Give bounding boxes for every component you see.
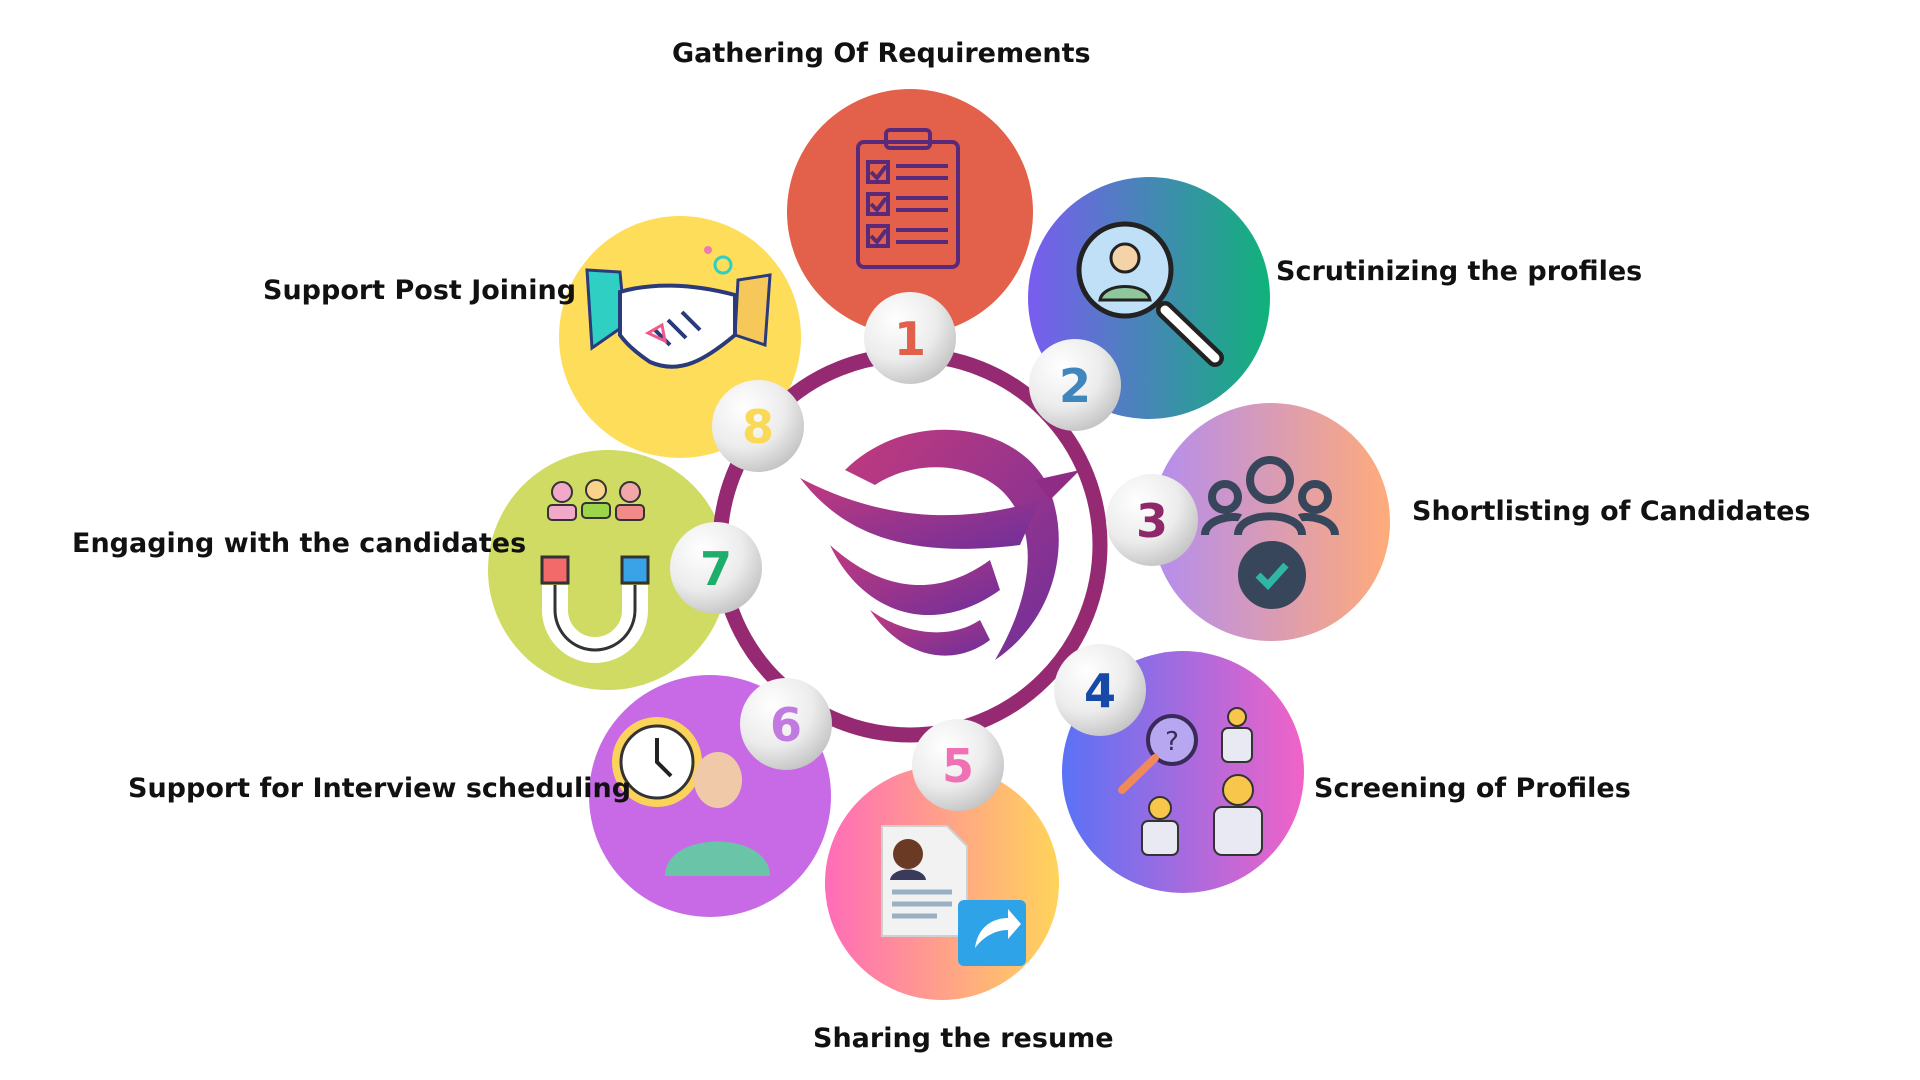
step-6-badge-circle: [740, 678, 832, 770]
step-5-number: 5: [942, 739, 974, 793]
magnet-people-icon: [540, 479, 650, 663]
step-2-label: Scrutinizing the profiles: [1276, 256, 1643, 287]
step-4-badge: 4: [1054, 644, 1146, 736]
step-7-badge: 7: [670, 522, 762, 614]
clock-person-icon: [612, 717, 770, 876]
step-3-label: Shortlisting of Candidates: [1412, 496, 1811, 527]
step-7-badge-circle: [670, 522, 762, 614]
step-3-number: 3: [1136, 494, 1168, 548]
step-8-number: 8: [742, 400, 774, 454]
step-7-number: 7: [700, 542, 732, 596]
center-logo-icon: [800, 429, 1080, 660]
step-5-label: Sharing the resume: [813, 1023, 1114, 1054]
step-2-number: 2: [1059, 359, 1091, 413]
step-2-badge: 2: [1029, 339, 1121, 431]
step-8-label: Support Post Joining: [263, 275, 577, 306]
step-3-badge: 3: [1106, 474, 1198, 566]
resume-share-icon: [881, 825, 1026, 966]
step-6-badge: 6: [740, 678, 832, 770]
clipboard-checklist-icon: [856, 128, 960, 269]
step-1-number: 1: [894, 312, 926, 366]
step-7-label: Engaging with the candidates: [72, 528, 527, 559]
step-1-badge: 1: [864, 292, 956, 384]
svg-text:?: ?: [1165, 727, 1179, 757]
step-3-badge-circle: [1106, 474, 1198, 566]
step-5-badge-circle: [912, 719, 1004, 811]
step-4-number: 4: [1084, 664, 1116, 718]
step-5-badge: 5: [912, 719, 1004, 811]
handshake-icon: [585, 246, 772, 369]
step-6-number: 6: [770, 698, 802, 752]
screening-people-icon: ?: [1118, 707, 1263, 856]
magnifier-person-icon: [1076, 221, 1224, 367]
step-4-badge-circle: [1054, 644, 1146, 736]
step-1-label: Gathering Of Requirements: [672, 38, 1091, 69]
step-8-badge-circle: [712, 380, 804, 472]
step-6-label: Support for Interview scheduling: [128, 773, 632, 804]
step-1-badge-circle: [864, 292, 956, 384]
step-2-badge-circle: [1029, 339, 1121, 431]
step-8-badge: 8: [712, 380, 804, 472]
group-check-icon: [1201, 456, 1339, 609]
step-4-label: Screening of Profiles: [1314, 773, 1631, 804]
step-3-circle: [1152, 403, 1390, 641]
